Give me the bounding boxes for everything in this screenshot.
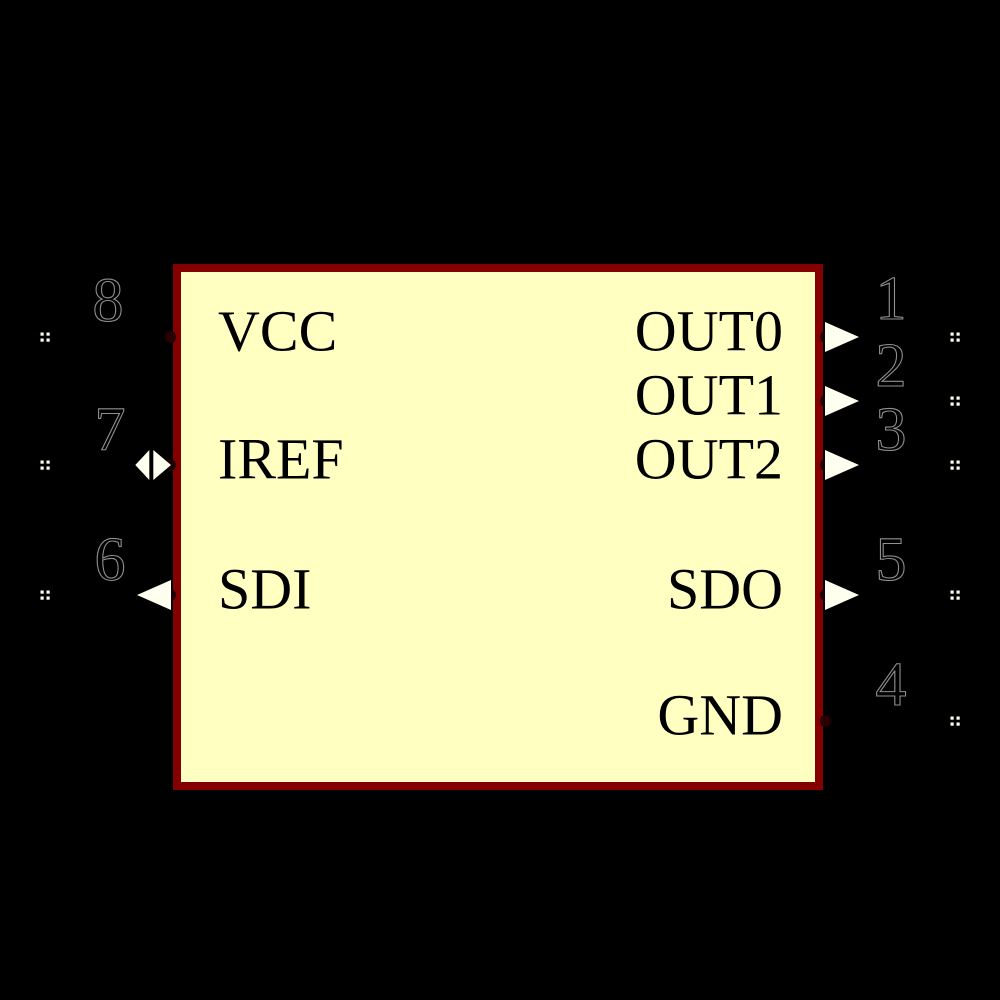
pin-endpoint-dot (46, 596, 50, 600)
power-pin-marker (821, 716, 829, 726)
pin-endpoint-dot (40, 590, 44, 594)
pin-endpoint-dot (40, 332, 44, 336)
pin-endpoint-dot (40, 338, 44, 342)
pin-3-out2[interactable] (820, 450, 960, 480)
pin-graphics-layer (40, 322, 960, 727)
bidirectional-arrow-outer-icon (135, 450, 150, 480)
output-arrow-icon (825, 386, 859, 416)
pin-endpoint-dot (956, 466, 960, 470)
pin-number-label-2: 2 (876, 332, 907, 400)
pin-2-out1[interactable] (820, 386, 960, 416)
pin-endpoint-dot (950, 716, 954, 720)
pin-number-label-5: 5 (876, 526, 907, 594)
pin-endpoint-dot (956, 716, 960, 720)
pin-number-label-3: 3 (876, 396, 907, 464)
pin-7-iref[interactable] (40, 450, 177, 480)
pin-endpoint-dot (956, 396, 960, 400)
pin-endpoint-dot (950, 460, 954, 464)
pin-4-gnd[interactable] (820, 715, 960, 727)
power-pin-marker (167, 332, 175, 342)
pin-number-label-4: 4 (876, 651, 907, 719)
pin-endpoint-dot (956, 590, 960, 594)
pin-name-label-sdi: SDI (218, 556, 311, 621)
pin-endpoint-dot (40, 466, 44, 470)
pin-number-label-1: 1 (876, 265, 907, 333)
pin-endpoint-dot (956, 596, 960, 600)
pin-endpoint-dot (40, 596, 44, 600)
pin-endpoint-dot (950, 722, 954, 726)
pin-endpoint-dot (950, 466, 954, 470)
pin-endpoint-dot (956, 460, 960, 464)
pin-name-label-iref: IREF (218, 426, 344, 491)
pin-number-label-6: 6 (95, 526, 126, 594)
pin-endpoint-dot (950, 590, 954, 594)
pin-endpoint-dot (950, 596, 954, 600)
pin-number-label-8: 8 (93, 267, 124, 335)
pin-endpoint-dot (40, 460, 44, 464)
pin-name-label-gnd: GND (657, 682, 783, 747)
pin-5-sdo[interactable] (820, 580, 960, 610)
output-arrow-icon (825, 580, 859, 610)
bidirectional-arrow-inner-icon (153, 450, 171, 480)
pin-name-label-sdo: SDO (667, 556, 783, 621)
pin-endpoint-dot (950, 332, 954, 336)
pin-name-label-out1: OUT1 (635, 362, 783, 427)
pin-name-label-vcc: VCC (218, 298, 337, 363)
component-body[interactable] (173, 264, 823, 790)
pin-endpoint-dot (956, 332, 960, 336)
pin-endpoint-dot (46, 460, 50, 464)
pin-endpoint-dot (956, 402, 960, 406)
pin-endpoint-dot (46, 338, 50, 342)
pin-endpoint-dot (956, 722, 960, 726)
pin-number-label-7: 7 (95, 396, 126, 464)
output-arrow-icon (825, 450, 859, 480)
pin-endpoint-dot (950, 402, 954, 406)
pin-endpoint-dot (46, 590, 50, 594)
pin-name-label-out2: OUT2 (635, 426, 783, 491)
pin-endpoint-dot (956, 338, 960, 342)
pin-endpoint-dot (950, 396, 954, 400)
pin-endpoint-dot (46, 466, 50, 470)
pin-number-layer: 8 7 6 123 5 4 (92, 265, 907, 720)
pin-endpoint-dot (950, 338, 954, 342)
pin-name-label-out0: OUT0 (635, 298, 783, 363)
input-arrow-icon (137, 580, 171, 610)
pin-endpoint-dot (46, 332, 50, 336)
pin-1-out0[interactable] (820, 322, 960, 352)
pin-6-sdi[interactable] (40, 580, 177, 610)
output-arrow-icon (825, 322, 859, 352)
pin-8-vcc[interactable] (40, 331, 177, 343)
